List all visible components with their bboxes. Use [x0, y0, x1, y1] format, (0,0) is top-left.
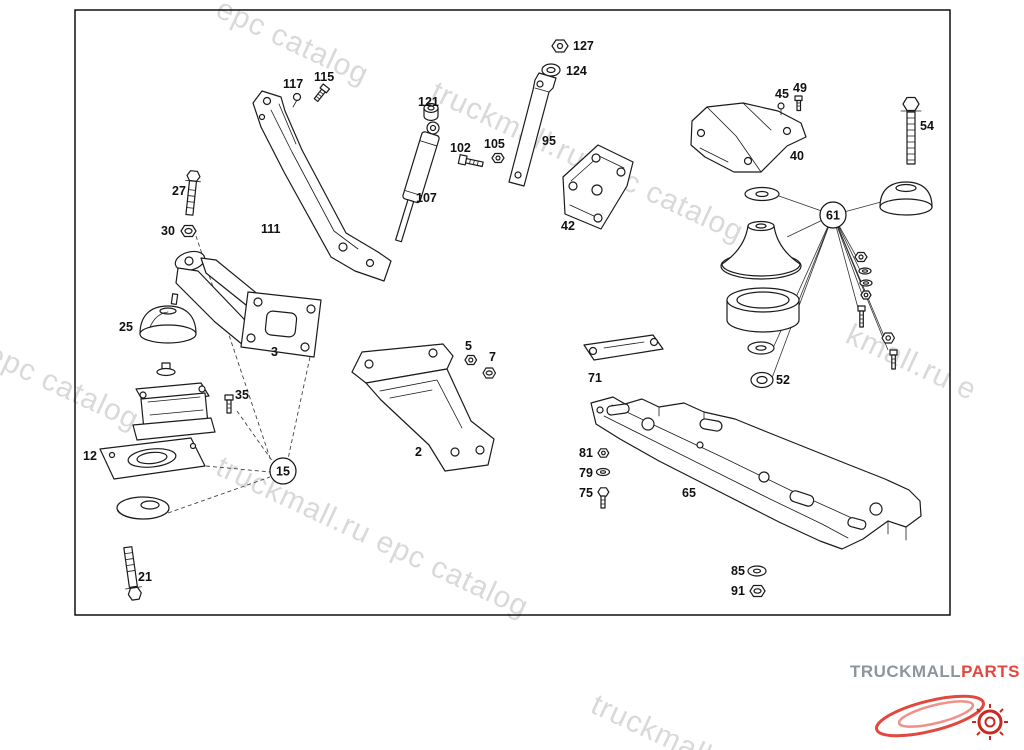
part-label-35[interactable]: 35	[235, 388, 249, 402]
callout-lines-61	[771, 195, 889, 379]
part-label-95[interactable]: 95	[542, 134, 556, 148]
part-115-bolt	[313, 83, 331, 103]
part-label-124[interactable]: 124	[566, 64, 587, 78]
part-label-65[interactable]: 65	[682, 486, 696, 500]
part-105-nut	[491, 152, 505, 164]
part-95-bracket	[508, 72, 557, 187]
part-40-bracket	[690, 102, 807, 173]
part-75-bolt	[597, 487, 610, 509]
part-label-121[interactable]: 121	[418, 95, 439, 109]
part-12-plate	[99, 437, 206, 480]
brand-name-gray: TRUCKMALL	[849, 662, 962, 681]
part-label-111[interactable]: 111	[261, 222, 281, 236]
part-label-75[interactable]: 75	[579, 486, 593, 500]
part-52-washer	[750, 371, 774, 389]
part-label-30[interactable]: 30	[161, 224, 175, 238]
part-label-45[interactable]: 45	[775, 87, 789, 101]
part-callout-circle-15[interactable]: 15	[269, 457, 297, 485]
part-label-107[interactable]: 107	[416, 191, 437, 205]
part-54-bolt	[900, 96, 922, 165]
part-25-mount-cap	[139, 293, 197, 344]
part-81-nut	[597, 448, 610, 458]
part-102-bolt	[457, 154, 484, 168]
part-label-52[interactable]: 52	[776, 373, 790, 387]
brand-logo: TRUCKMALLPARTS	[838, 662, 1020, 746]
part-42-bracket	[562, 144, 634, 230]
brand-swirl-graphic	[875, 694, 1008, 740]
part-label-79[interactable]: 79	[579, 466, 593, 480]
part-107-damper	[395, 121, 440, 243]
part-label-49[interactable]: 49	[793, 81, 807, 95]
part-label-54[interactable]: 54	[920, 119, 934, 133]
part-label-21[interactable]: 21	[138, 570, 152, 584]
part-label-5[interactable]: 5	[465, 339, 472, 353]
part-callout-circle-61[interactable]: 61	[819, 201, 847, 229]
part-engine-mount	[132, 362, 216, 441]
part-79-washer	[595, 467, 611, 477]
part-30-nut	[180, 224, 197, 238]
part-35-bolt	[224, 394, 234, 414]
part-label-25[interactable]: 25	[119, 320, 133, 334]
part-label-102[interactable]: 102	[450, 141, 471, 155]
part-label-91[interactable]: 91	[731, 584, 745, 598]
brand-name-accent: PARTS	[961, 662, 1020, 681]
svg-text:61: 61	[826, 209, 840, 223]
part-label-85[interactable]: 85	[731, 564, 745, 578]
leader-lines-15	[167, 235, 311, 514]
part-label-27[interactable]: 27	[172, 184, 186, 198]
part-label-105[interactable]: 105	[484, 137, 505, 151]
part-label-12[interactable]: 12	[83, 449, 97, 463]
part-5-nut	[464, 354, 478, 366]
part-85-washer	[747, 565, 767, 577]
part-45-bolt	[777, 102, 785, 116]
part-91-nut	[749, 584, 766, 598]
part-label-3[interactable]: 3	[271, 345, 278, 359]
part-121-bushing	[423, 102, 439, 122]
part-label-71[interactable]: 71	[588, 371, 602, 385]
part-label-127[interactable]: 127	[573, 39, 594, 53]
part-label-42[interactable]: 42	[561, 219, 575, 233]
part-3-bracket	[174, 250, 322, 358]
part-127-nut	[551, 39, 569, 53]
part-49-bolt	[794, 95, 803, 112]
gear-icon	[972, 704, 1008, 740]
part-71-bar	[583, 334, 664, 361]
part-label-7[interactable]: 7	[489, 350, 496, 364]
svg-text:15: 15	[276, 465, 290, 479]
diagram-border	[74, 9, 951, 616]
part-cap-washer	[116, 496, 170, 520]
part-label-81[interactable]: 81	[579, 446, 593, 460]
part-65-crossmember	[590, 396, 922, 550]
part-117-bolt	[292, 92, 302, 108]
part-label-40[interactable]: 40	[790, 149, 804, 163]
part-21-bolt	[123, 546, 142, 601]
part-label-2[interactable]: 2	[415, 445, 422, 459]
part-label-115[interactable]: 115	[314, 70, 334, 84]
part-61-fasteners	[854, 251, 898, 370]
part-61-mount-stack	[720, 186, 802, 355]
part-27-bolt	[185, 170, 201, 216]
part-111-bracket	[252, 90, 392, 282]
part-rubber-buffer	[879, 181, 933, 216]
part-label-117[interactable]: 117	[283, 77, 303, 91]
part-7-nut	[482, 367, 497, 379]
part-2-bracket	[351, 343, 495, 472]
